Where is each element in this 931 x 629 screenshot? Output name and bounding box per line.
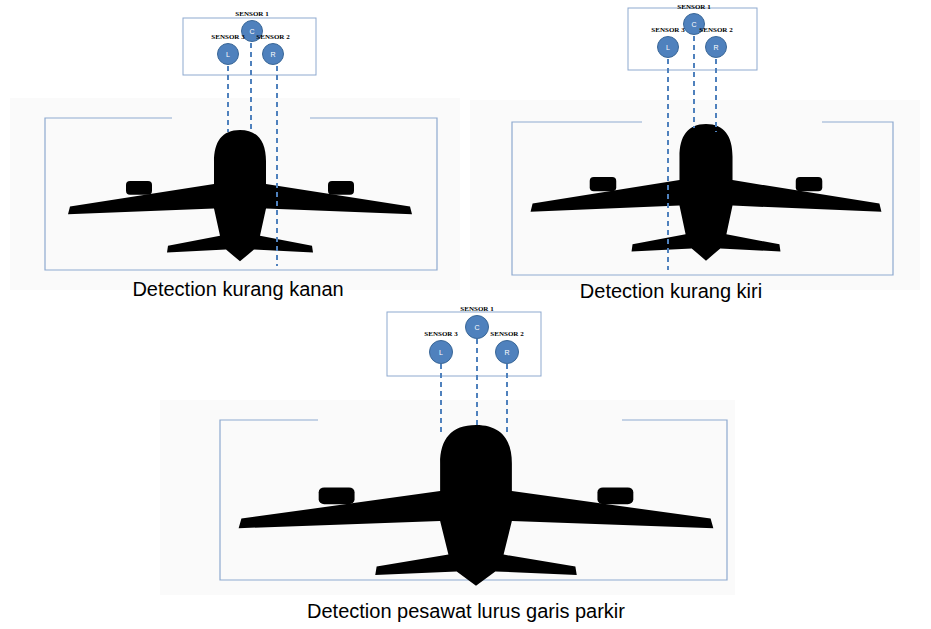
sensor-housing — [183, 18, 316, 75]
sensor-circle: SENSOR 2R — [495, 340, 519, 364]
sensor-letter: R — [496, 349, 518, 356]
sensor-circle: SENSOR 3L — [657, 36, 679, 58]
sensor-letter: L — [658, 44, 678, 51]
panel-caption: Detection pesawat lurus garis parkir — [307, 600, 625, 623]
airplane — [531, 124, 882, 261]
sensor-label: SENSOR 1 — [235, 10, 268, 18]
airplane — [68, 130, 412, 261]
sensor-label: SENSOR 1 — [460, 305, 493, 313]
panel-ground — [160, 400, 735, 595]
sensor-label: SENSOR 2 — [699, 26, 732, 34]
sensor-circle: SENSOR 3L — [429, 340, 453, 364]
sensor-beams — [668, 36, 716, 270]
sensor-letter: L — [430, 349, 452, 356]
parking-frame — [512, 122, 893, 275]
sensor-circle: SENSOR 2R — [262, 43, 284, 65]
sensor-label: SENSOR 3 — [424, 330, 457, 338]
sensor-letter: C — [466, 324, 488, 331]
parking-frame — [45, 118, 437, 270]
airplane — [239, 425, 714, 586]
sensor-label: SENSOR 3 — [651, 26, 684, 34]
sensor-circle: SENSOR 1C — [465, 315, 489, 339]
sensor-label: SENSOR 1 — [677, 3, 710, 11]
sensor-label: SENSOR 3 — [211, 33, 244, 41]
sensor-circle: SENSOR 3L — [217, 43, 239, 65]
panel-ground — [470, 100, 920, 290]
sensor-letter: R — [263, 51, 283, 58]
panel-caption: Detection kurang kanan — [132, 278, 343, 301]
sensor-circle: SENSOR 2R — [705, 36, 727, 58]
panel-caption: Detection kurang kiri — [580, 280, 762, 303]
sensor-beams — [228, 43, 277, 266]
panel-ground — [10, 98, 460, 290]
sensor-letter: R — [706, 44, 726, 51]
sensor-housing — [628, 8, 757, 70]
sensor-label: SENSOR 2 — [490, 330, 523, 338]
sensor-housing — [387, 312, 541, 376]
sensor-letter: L — [218, 51, 238, 58]
sensor-label: SENSOR 2 — [256, 33, 289, 41]
